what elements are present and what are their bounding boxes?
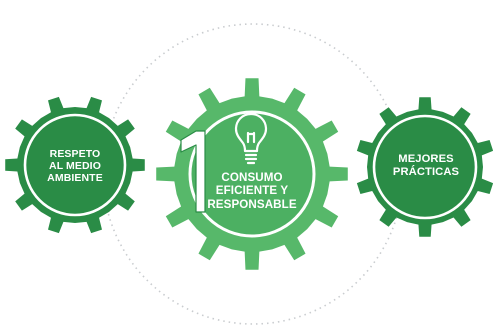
gear-center-line-1: CONSUMO — [221, 171, 283, 184]
gear-left-line-2: AL MEDIO — [49, 159, 101, 172]
gear-right-line-2: PRÁCTICAS — [392, 165, 460, 178]
gear-center-number — [180, 130, 206, 213]
gear-center-inner-disc — [190, 112, 314, 236]
gear-left — [5, 96, 145, 234]
lightbulb-icon — [234, 112, 268, 165]
gear-center-line-2: EFICIENTE Y — [215, 184, 289, 198]
gear-left-line-1: RESPETO — [49, 148, 101, 160]
gear-center — [156, 78, 348, 270]
gear-right-body — [356, 97, 493, 237]
gear-left-label: RESPETO AL MEDIO AMBIENTE — [24, 148, 126, 184]
gear-left-ring — [23, 113, 127, 217]
gear-right-label: MEJORES PRÁCTICAS — [374, 153, 478, 178]
gear-center-line-3: RESPONSABLE — [207, 197, 297, 211]
gear-right-ring — [372, 114, 478, 220]
gear-right — [356, 97, 493, 237]
gear-center-ring — [188, 110, 316, 238]
gear-right-line-1: MEJORES — [398, 153, 454, 165]
gear-left-line-3: AMBIENTE — [47, 171, 103, 184]
gear-center-label: CONSUMO EFICIENTE Y RESPONSABLE — [194, 171, 310, 211]
